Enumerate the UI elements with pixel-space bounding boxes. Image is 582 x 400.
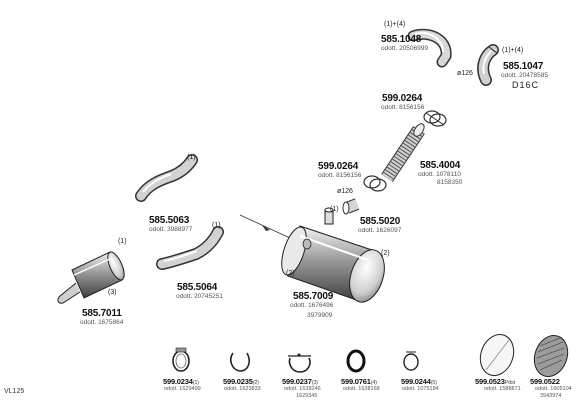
part-number[interactable]: 599.0264 — [382, 93, 423, 104]
muffler-585-7009-drawing — [281, 207, 385, 303]
clamp-599-0234-drawing — [172, 347, 190, 372]
part-number[interactable]: 585.5064 — [177, 282, 218, 293]
part-reference: odott. 3988977 — [149, 226, 193, 233]
part-note: (1) — [118, 238, 127, 245]
pipe-585-5063-drawing — [135, 154, 198, 202]
small-part-number[interactable]: 599.0761(4) — [341, 377, 377, 386]
small-part-number[interactable]: 599.0234(1) — [163, 377, 199, 386]
clamp-599-0235-drawing — [230, 352, 250, 372]
part-number[interactable]: 599.0264 — [318, 161, 359, 172]
diagram-code: VL125 — [4, 388, 25, 395]
disc-599-0523-drawing — [479, 334, 515, 376]
part-reference: odott. 8156156 — [381, 104, 425, 111]
part-note: (1) — [187, 154, 196, 161]
part-reference: odott. 20745251 — [176, 293, 223, 300]
flex-hose-585-4004-drawing — [381, 123, 425, 182]
pointer-arrow — [239, 214, 291, 239]
part-reference: odott. 8156156 — [318, 172, 362, 179]
part-number[interactable]: 585.1047 — [503, 61, 544, 72]
part-number[interactable]: 585.5063 — [149, 215, 190, 226]
part-number[interactable]: 585.7009 — [293, 291, 334, 302]
part-note: (2) — [286, 270, 295, 277]
small-part-number[interactable]: 599.0235(2) — [223, 377, 259, 386]
ring-599-0761-drawing — [346, 349, 366, 373]
part-reference: odott. 1676496 — [290, 302, 334, 309]
small-part-reference: odott. 1075184 — [402, 386, 439, 392]
part-note: (1)+(4) — [384, 21, 406, 28]
part-note: (1)+(4) — [502, 47, 524, 54]
small-part-reference: odott. 1638246 — [284, 386, 321, 392]
pipe-585-5064-drawing — [156, 226, 224, 270]
small-part-reference: odott. 1638168 — [343, 386, 380, 392]
clamp-599-0244-drawing — [403, 351, 419, 371]
part-diameter: ø126 — [337, 188, 353, 195]
small-part-number[interactable]: 599.0522 — [530, 377, 560, 386]
part-note-right: (2) — [381, 250, 390, 257]
part-reference: odott. 20478585 — [501, 72, 548, 79]
clamp-599-0237-drawing — [288, 353, 311, 373]
small-part-reference: odott. 1629499 — [164, 386, 201, 392]
part-note: (1) — [212, 222, 221, 229]
part-number[interactable]: 585.5020 — [360, 216, 401, 227]
engine-code: D16C — [512, 80, 540, 90]
part-reference: odott. 20506999 — [381, 45, 428, 52]
part-note: (1) — [330, 206, 339, 213]
small-part-reference: odott. 1588871 — [484, 386, 521, 392]
part-number[interactable]: 585.1048 — [381, 34, 422, 45]
small-part-number[interactable]: 599.0237(3) — [282, 377, 318, 386]
pipe-585-1048-drawing — [407, 28, 452, 68]
part-reference: odott. 1675864 — [80, 319, 124, 326]
small-part-number[interactable]: 599.0523Pdst — [475, 377, 515, 386]
small-part-number[interactable]: 599.0244(5) — [401, 377, 437, 386]
short-pipe-drawing — [342, 198, 360, 215]
part-note-bottom: (3) — [108, 289, 117, 296]
pipe-585-1047-drawing — [477, 44, 499, 86]
small-part-reference-extra: 1629345 — [296, 393, 318, 399]
grille-599-0522-drawing — [533, 335, 569, 377]
part-number[interactable]: 585.4004 — [420, 160, 461, 171]
part-reference-extra: 3979909 — [307, 312, 333, 319]
part-reference-extra: 8158350 — [437, 179, 463, 186]
muffler-585-7011-drawing — [57, 251, 125, 304]
part-number[interactable]: 585.7011 — [82, 308, 122, 319]
part-reference: odott. 1626097 — [358, 227, 402, 234]
small-part-reference: odott. 1623833 — [224, 386, 261, 392]
part-reference: odott. 1078110 — [418, 171, 461, 178]
clamp-upper-drawing — [423, 110, 447, 127]
small-part-reference: odott. 1605104 — [535, 386, 572, 392]
clamp-lower-drawing — [363, 175, 387, 192]
small-part-reference-extra: 3943974 — [540, 393, 562, 399]
part-diameter: ø126 — [457, 70, 473, 77]
